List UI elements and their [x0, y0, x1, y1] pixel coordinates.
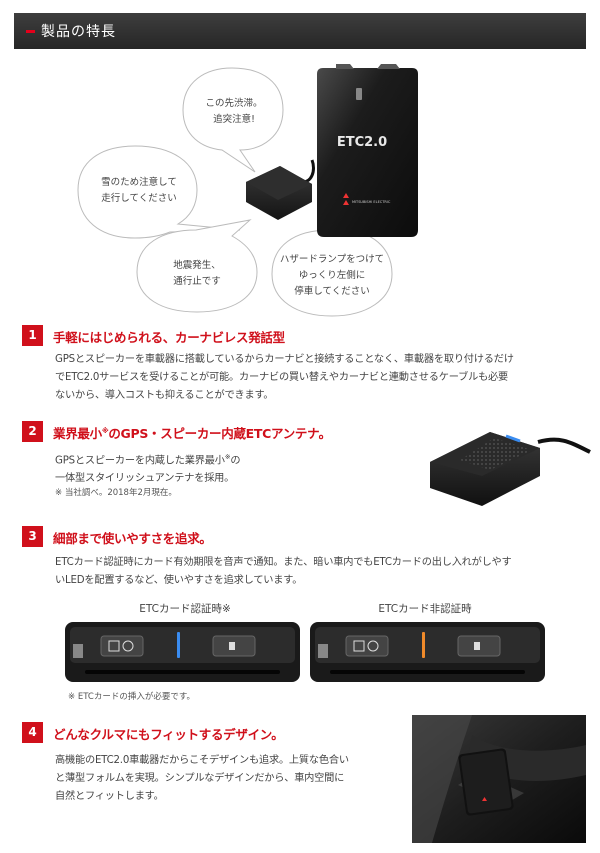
speech-bubble-2: 雪のため注意して 走行してください — [77, 145, 241, 239]
antenna-led — [505, 434, 521, 443]
feature-2-line-2: 一体型スタイリッシュアンテナを採用。 — [55, 473, 235, 485]
bubble-1-line-1: この先渋滞。 — [205, 97, 262, 109]
hero-illustration: この先渋滞。 追突注意! 雪のため注意して 走行してください 地震発生、 通行止… — [77, 64, 418, 317]
device-brand-label: MITSUBISHI ELECTRIC — [352, 200, 391, 204]
feature-1-number: 1 — [22, 325, 43, 346]
bubble-3-line-2: 通行止です — [173, 275, 221, 287]
feature-1-line: でETC2.0サービスを受けることが可能。カーナビの買い替えやカーナビと連動させ… — [55, 372, 509, 383]
etc-device: ETC2.0 MITSUBISHI ELECTRIC — [317, 64, 418, 237]
mounted-etc-device — [458, 748, 514, 816]
feature-4-body: 高機能のETC2.0車載器だからこそデザインも追求。上質な色合い と薄型フォルム… — [55, 752, 349, 806]
feature-4-line: 高機能のETC2.0車載器だからこそデザインも追求。上質な色合い — [55, 755, 349, 766]
feature-2-title-sup: ※ — [101, 426, 109, 435]
section-header: 製品の特長 — [14, 13, 586, 49]
feature-1-title: 手軽にはじめられる、カーナビレス発話型 — [53, 330, 285, 345]
bubble-4-line-3: 停車してください — [294, 285, 369, 297]
feature-3-title: 細部まで使いやすさを追求。 — [53, 531, 212, 546]
feature-3-note: ※ ETCカードの挿入が必要です。 — [68, 692, 195, 702]
bubble-4-line-1: ハザードランプをつけて — [280, 254, 384, 265]
device-etc-label: ETC2.0 — [337, 135, 387, 150]
feature-4-title: どんなクルマにもフィットするデザイン。 — [53, 727, 284, 742]
speech-bubble-4: ハザードランプをつけて ゆっくり左側に 停車してください — [271, 215, 393, 317]
car-interior-photo — [412, 715, 586, 843]
feature-3-line: いLEDを配置するなど、使いやすさを追求しています。 — [55, 575, 303, 586]
feature-2-title-pre: 業界最小 — [53, 426, 102, 441]
feature-1-line: ないから、導入コストも抑えることができます。 — [55, 390, 274, 401]
speech-bubble-1: この先渋滞。 追突注意! — [182, 67, 284, 173]
antenna-product-image — [430, 432, 591, 506]
bubble-1-line-2: 追突注意! — [213, 113, 255, 125]
section-title: 製品の特長 — [41, 24, 116, 40]
bubble-2-line-2: 走行してください — [101, 192, 176, 204]
feature-3-number: 3 — [22, 526, 43, 547]
feature-4-line: と薄型フォルムを実現。シンプルなデザインだから、車内空間に — [55, 773, 345, 784]
feature-1-body: GPSとスピーカーを車載器に搭載しているからカーナビと接続することなく、車載器を… — [55, 351, 514, 405]
feature-2-note: ※ 当社調べ。2018年2月現在。 — [55, 488, 177, 498]
feature-3-body: ETCカード認証時にカード有効期限を音声で通知。また、暗い車内でもETCカードの… — [55, 554, 512, 590]
device-front-authenticated — [65, 622, 300, 682]
feature-2-title: 業界最小※のGPS・スピーカー内蔵ETCアンテナ。 — [53, 423, 331, 442]
speech-bubble-3: 地震発生、 通行止です — [136, 219, 258, 313]
device-front-unauthenticated — [310, 622, 545, 682]
led-indicator — [177, 632, 180, 658]
caption-unauthenticated: ETCカード非認証時 — [378, 603, 472, 615]
bubble-2-line-1: 雪のため注意して — [101, 176, 177, 188]
feature-2-number: 2 — [22, 421, 43, 442]
feature-4-number: 4 — [22, 722, 43, 743]
feature-3-line: ETCカード認証時にカード有効期限を音声で通知。また、暗い車内でもETCカードの… — [55, 557, 512, 568]
feature-1-line: GPSとスピーカーを車載器に搭載しているからカーナビと接続することなく、車載器を… — [55, 354, 514, 365]
antenna-unit — [246, 166, 312, 220]
feature-4-line: 自然とフィットします。 — [55, 791, 164, 802]
bubble-3-line-1: 地震発生、 — [173, 259, 221, 271]
caption-authenticated: ETCカード認証時※ — [139, 603, 231, 615]
header-accent-dash — [26, 30, 35, 33]
bubble-4-line-2: ゆっくり左側に — [299, 269, 366, 281]
feature-2-body: GPSとスピーカーを内蔵した業界最小※の 一体型スタイリッシュアンテナを採用。 — [55, 448, 241, 488]
feature-2-line-1: GPSとスピーカーを内蔵した業界最小※の — [55, 453, 241, 467]
led-indicator — [422, 632, 425, 658]
feature-2-title-post: のGPS・スピーカー内蔵ETCアンテナ。 — [108, 426, 331, 441]
